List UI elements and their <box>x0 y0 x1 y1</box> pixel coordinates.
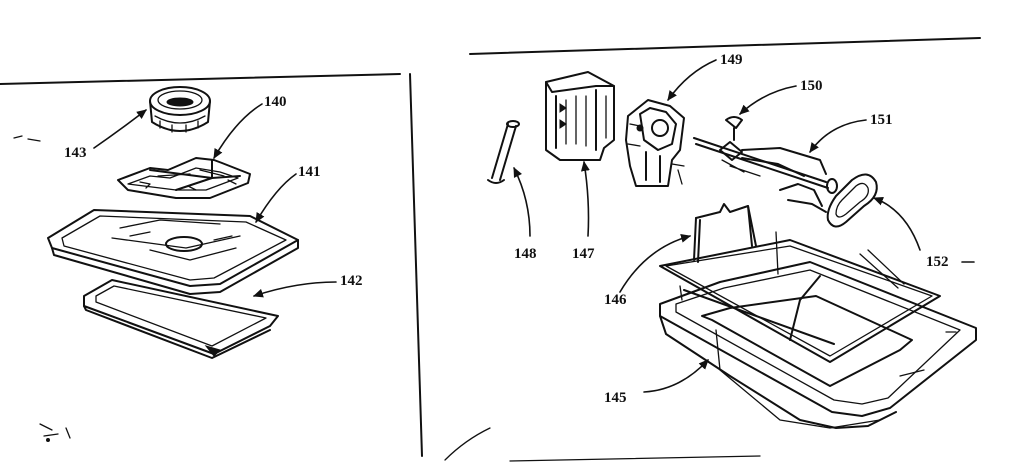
label-140: 140 <box>264 94 287 110</box>
label-145: 145 <box>604 390 627 406</box>
part-146-rack-drawing <box>659 203 941 363</box>
part-152-handle-drawing <box>826 173 878 228</box>
part-143-knob-drawing <box>149 86 211 133</box>
label-143: 143 <box>64 145 87 161</box>
part-149-motor-drawing <box>625 99 685 187</box>
part-140-grate-drawing <box>117 157 251 199</box>
label-141: 141 <box>298 164 321 180</box>
part-141-tray-drawing <box>47 209 299 295</box>
label-148: 148 <box>514 246 537 262</box>
part-142-drip-pan-drawing <box>83 279 279 359</box>
label-147: 147 <box>572 246 595 262</box>
label-149: 149 <box>720 52 743 68</box>
part-150-screw-drawing <box>725 116 743 141</box>
label-151: 151 <box>870 112 893 128</box>
label-152: 152 <box>926 254 949 270</box>
frame-lines <box>0 37 981 462</box>
part-148-rod-drawing <box>487 120 520 184</box>
part-147-housing-drawing <box>545 71 615 161</box>
part-145-pan-drawing <box>659 261 977 429</box>
part-151-skewer-drawing <box>693 137 838 213</box>
label-142: 142 <box>340 273 363 289</box>
scan-specks <box>13 135 71 442</box>
label-146: 146 <box>604 292 627 308</box>
part-labels: 143 140 141 142 148 147 149 150 151 152 … <box>64 52 949 406</box>
leader-lines <box>93 59 975 393</box>
label-150: 150 <box>800 78 823 94</box>
